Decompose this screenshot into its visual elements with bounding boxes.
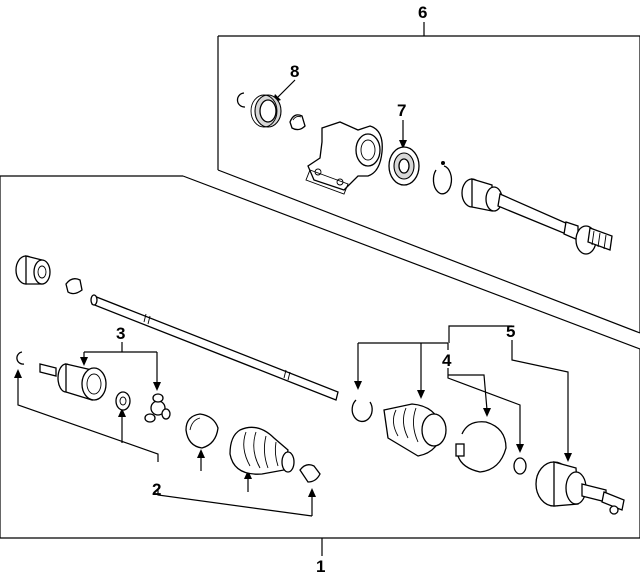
clamp-band-small [299, 464, 321, 483]
callout-7-leader [399, 120, 407, 149]
ring-small-outer [513, 457, 527, 475]
callout-1-label: 1 [316, 557, 325, 574]
boot-inner [229, 426, 295, 475]
callout-5-label: 5 [506, 322, 515, 341]
main-assembly-frame [0, 175, 640, 539]
callout-4-label: 4 [442, 351, 452, 370]
inner-joint-housing [39, 363, 107, 401]
clamp-band-mid [185, 413, 219, 449]
callout-8-label: 8 [290, 62, 299, 81]
snap-ring-outer [351, 399, 373, 423]
bearing-support-bracket [305, 121, 383, 195]
callout-6-label: 6 [418, 3, 427, 22]
upper-subassembly-frame [217, 35, 640, 334]
clip-upper [289, 114, 306, 131]
snap-ring-small-upper [236, 92, 246, 108]
callout-7-label: 7 [397, 101, 406, 120]
callout-2-leader [14, 369, 316, 517]
bearing-part-7 [388, 146, 420, 186]
oil-seal-part-8 [250, 94, 282, 128]
stop-ring [115, 391, 131, 411]
callout-2-label: 2 [152, 480, 161, 499]
intermediate-shaft [461, 178, 613, 255]
snap-ring-left [16, 351, 25, 365]
half-shaft [90, 294, 339, 401]
clamp-band-top [65, 278, 83, 295]
boot-outer [383, 403, 447, 457]
circlip-upper [432, 161, 453, 195]
boot-outer-top-left [15, 255, 51, 285]
outer-cv-joint-part-5 [535, 461, 625, 515]
callout-4-leader [354, 342, 524, 453]
callout-5-leader [448, 325, 572, 462]
clamp-band-large [455, 421, 507, 473]
callout-3-label: 3 [116, 324, 125, 343]
tripod-spider [144, 393, 171, 423]
callout-3-leader [80, 342, 161, 391]
